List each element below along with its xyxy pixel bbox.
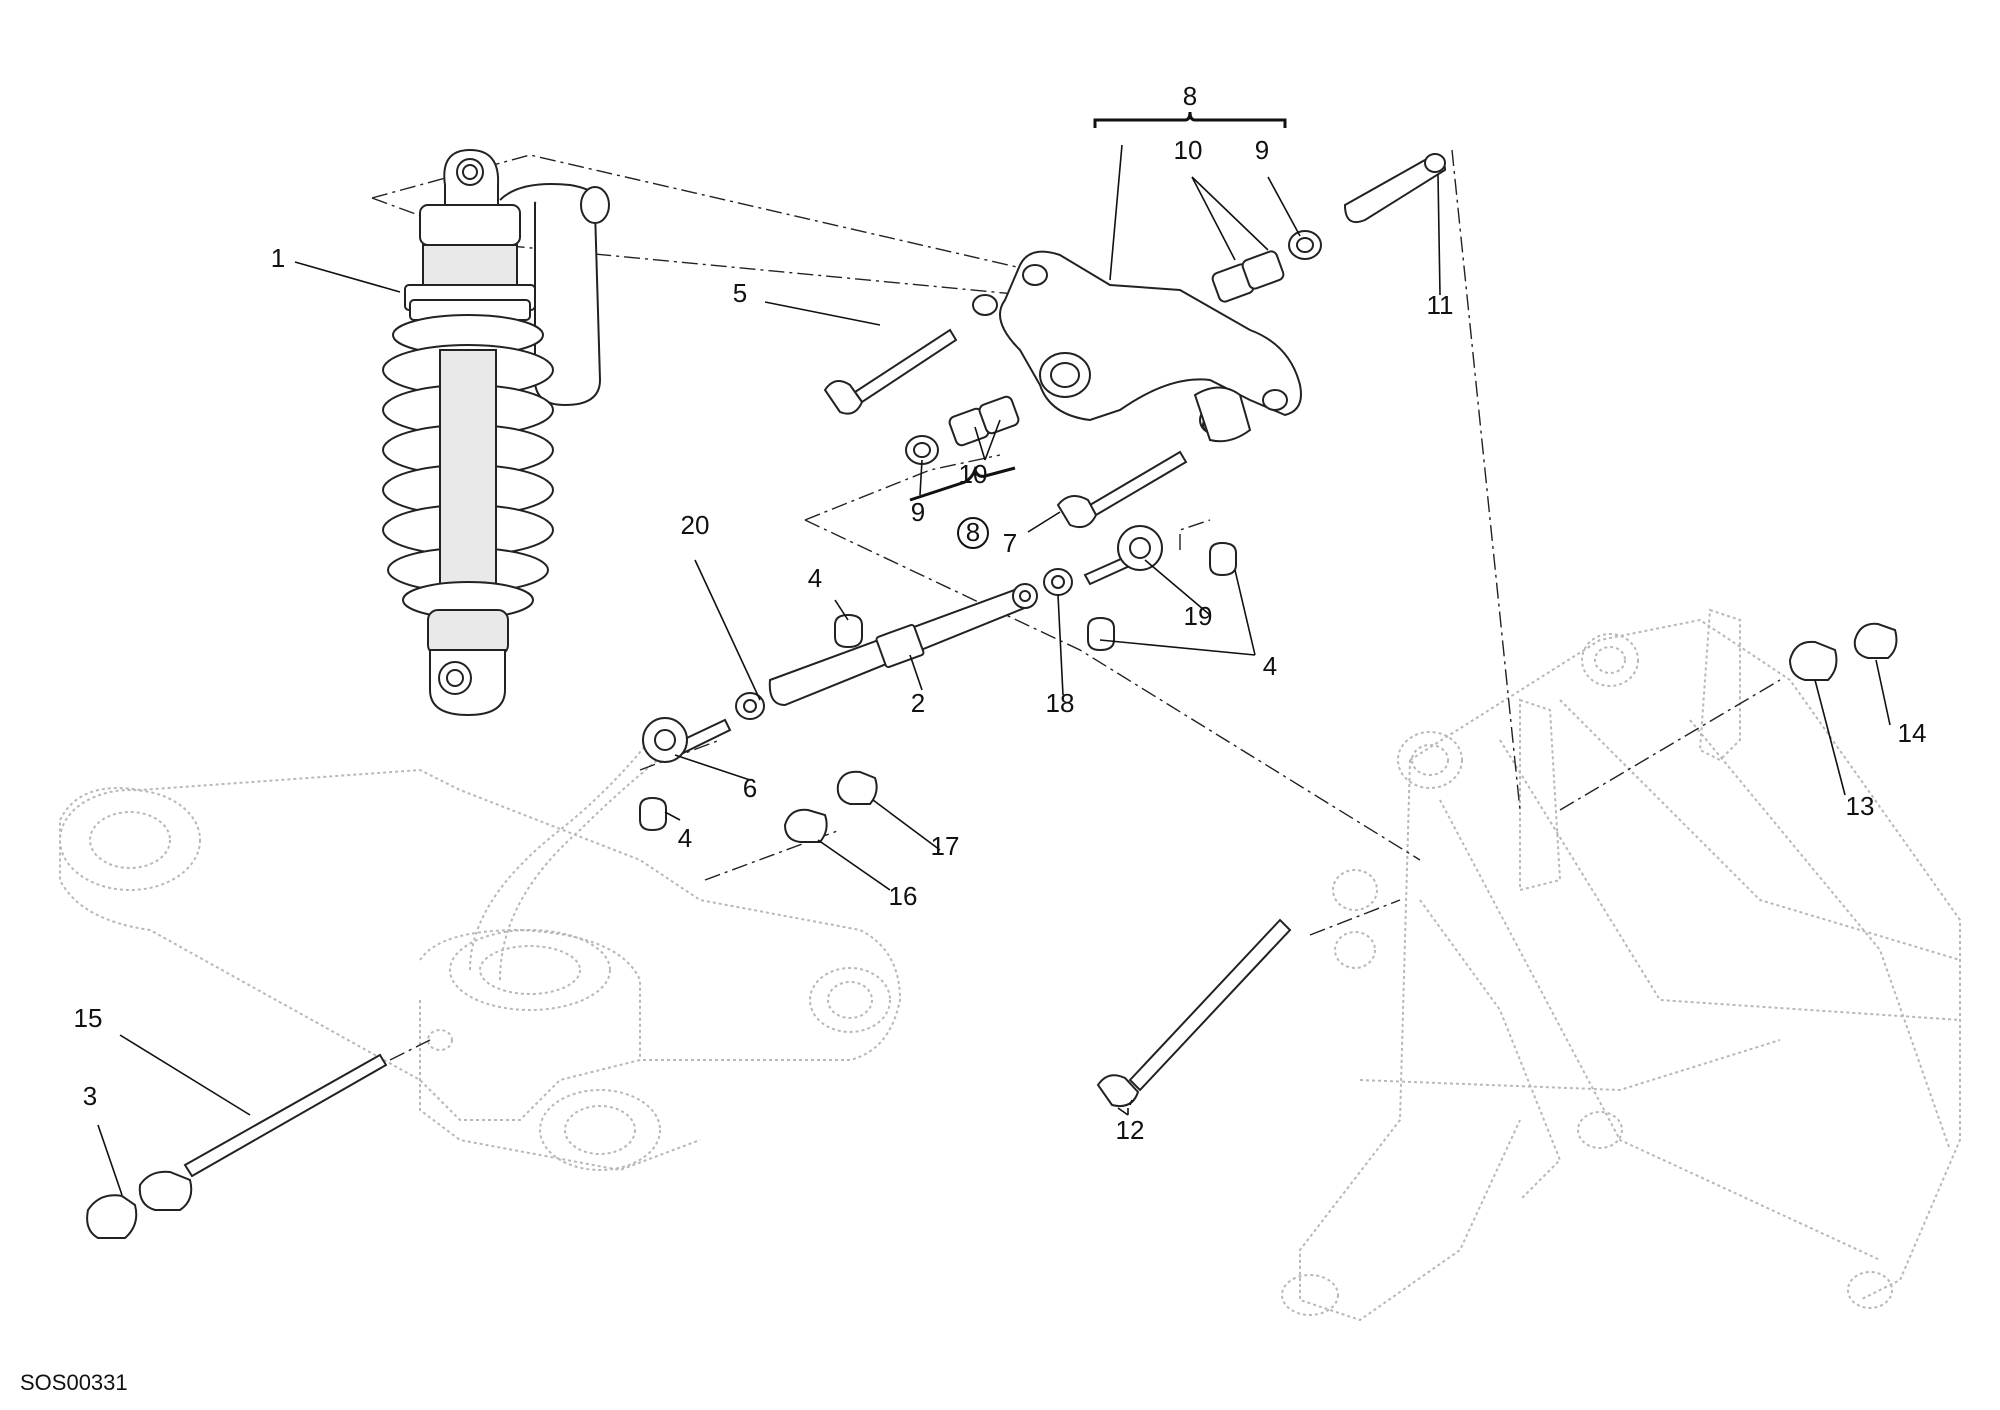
bolt-15 — [86, 1053, 388, 1239]
callout-14: 14 — [1898, 718, 1927, 748]
bushing-4-group — [639, 541, 1237, 832]
callout-10: 10 — [959, 459, 988, 489]
bearings-lower — [905, 395, 1020, 465]
leader-lines — [97, 144, 1891, 1196]
callout-12: 12 — [1116, 1115, 1145, 1145]
callout-8: 8 — [1183, 81, 1197, 111]
callout-labels: 1 2 3 4 4 4 5 6 7 8 8 9 9 10 10 11 12 13… — [74, 81, 1927, 1145]
callout-5: 5 — [733, 278, 747, 308]
callout-17: 17 — [931, 831, 960, 861]
callout-2: 2 — [911, 688, 925, 718]
callout-15: 15 — [74, 1003, 103, 1033]
callout-9: 9 — [911, 497, 925, 527]
callout-8-circled: 8 — [966, 517, 980, 547]
bearings-upper — [1211, 230, 1322, 303]
callout-19: 19 — [1184, 601, 1213, 631]
frame-outline — [1281, 608, 1961, 1322]
brace-8-top — [1093, 111, 1287, 128]
callout-18: 18 — [1046, 688, 1075, 718]
callout-4: 4 — [808, 563, 822, 593]
callout-11: 11 — [1427, 290, 1454, 320]
callout-16: 16 — [889, 881, 918, 911]
drawing-code: SOS00331 — [20, 1370, 128, 1395]
callout-9: 9 — [1255, 135, 1269, 165]
shock-absorber — [382, 148, 610, 717]
bushing-13-14 — [1788, 622, 1898, 681]
bolt-5 — [823, 328, 958, 415]
callout-8-circle — [957, 517, 989, 549]
rod-end-19 — [1043, 525, 1163, 596]
callout-7: 7 — [1003, 528, 1017, 558]
tie-rod-2 — [768, 583, 1038, 707]
callout-1: 1 — [271, 243, 285, 273]
pin-11 — [1343, 153, 1447, 224]
callout-3: 3 — [83, 1081, 97, 1111]
rod-end-6 — [642, 692, 765, 763]
callout-4: 4 — [1263, 651, 1277, 681]
callout-10: 10 — [1174, 135, 1203, 165]
assembly-lines — [371, 149, 1781, 1061]
callout-20: 20 — [681, 510, 710, 540]
bolt-7 — [1056, 450, 1188, 528]
bushing-16-17 — [783, 770, 878, 843]
rocker-arm — [972, 250, 1302, 443]
callout-13: 13 — [1846, 791, 1875, 821]
callout-4: 4 — [678, 823, 692, 853]
swingarm-outline — [59, 739, 902, 1172]
brace-8-lower — [909, 465, 1016, 502]
bolt-12 — [1096, 918, 1292, 1108]
callout-6: 6 — [743, 773, 757, 803]
